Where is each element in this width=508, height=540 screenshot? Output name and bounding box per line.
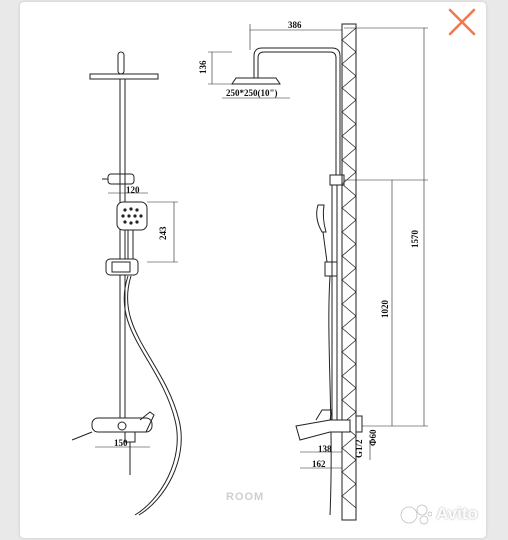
dim-spout-width: 150: [114, 438, 128, 448]
image-card: [20, 2, 486, 538]
dim-head-projection: 386: [288, 20, 302, 30]
avito-dots-icon: [400, 504, 432, 525]
dim-thread: G1/2: [354, 439, 364, 458]
front-mixer: [91, 417, 153, 433]
dim-spout-depth-a: 138: [318, 444, 332, 454]
dim-total-height: 1570: [410, 230, 420, 248]
wall-section: [341, 23, 357, 521]
brand-logo-text: ROOM: [226, 491, 265, 503]
dim-spout-depth-b: 162: [312, 459, 326, 469]
avito-watermark: Avito: [400, 503, 478, 525]
dim-handshower-height: 243: [158, 226, 168, 241]
side-handshower: [316, 204, 327, 233]
close-x-icon: [448, 8, 476, 36]
dim-handshower-width: 120: [126, 185, 140, 195]
side-rain-head: [231, 77, 281, 85]
brand-logo: ROOM: [226, 491, 286, 507]
dim-head-size: 250*250(10"): [226, 88, 278, 98]
avito-watermark-text: Avito: [436, 504, 478, 523]
close-button[interactable]: [447, 7, 477, 37]
dim-mixer-height: 1020: [380, 300, 390, 318]
dim-head-height: 136: [198, 60, 208, 75]
dim-connection-diameter: Φ60: [368, 429, 378, 446]
front-rain-head: [89, 73, 159, 80]
